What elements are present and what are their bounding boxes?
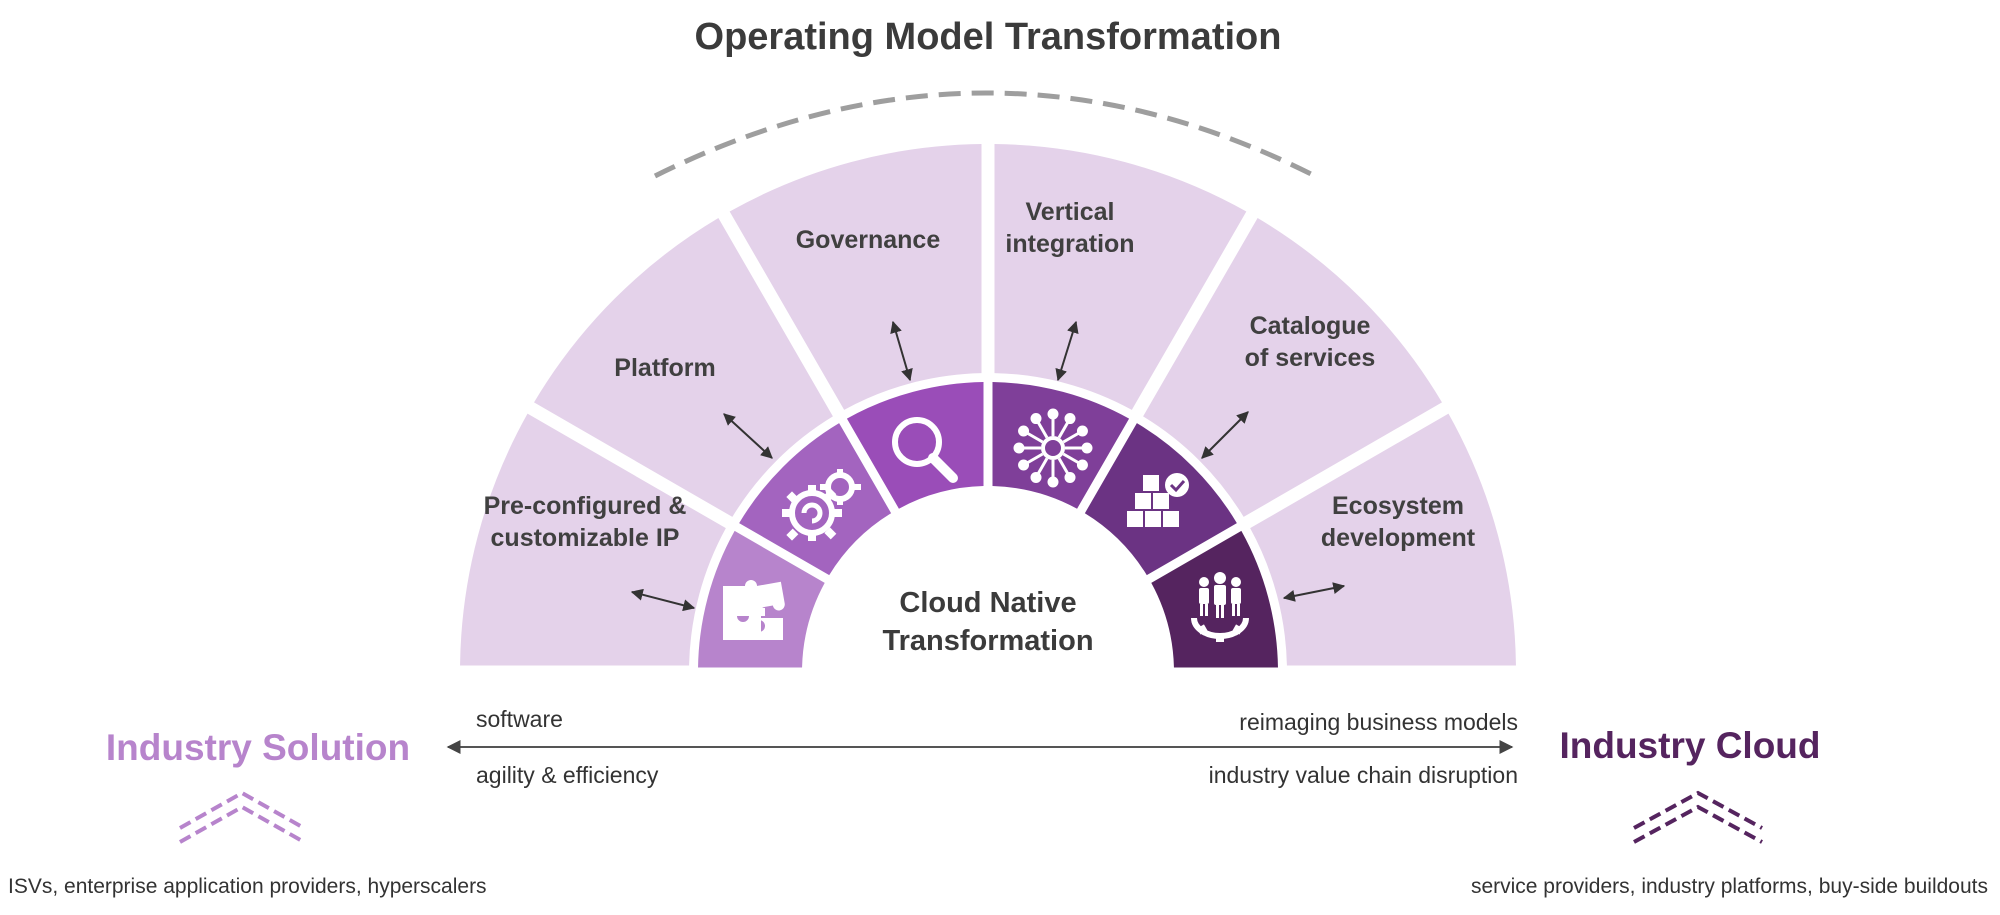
segment-label-line: Catalogue bbox=[1250, 312, 1371, 340]
icon-segment bbox=[739, 423, 892, 576]
hub-spoke bbox=[1026, 452, 1044, 465]
hub-node bbox=[1030, 413, 1042, 425]
connector-arrows bbox=[630, 320, 1346, 612]
hub-node bbox=[1047, 476, 1059, 488]
outer-segment bbox=[1250, 413, 1516, 666]
connector-arrow bbox=[630, 588, 696, 612]
puzzle-icon bbox=[723, 580, 785, 640]
segment-label-line: Vertical bbox=[1026, 198, 1115, 226]
segment-label-line: Governance bbox=[796, 226, 941, 254]
chevron-up-icon-left bbox=[179, 790, 305, 844]
hub-node bbox=[1076, 425, 1088, 437]
left-bottom-label: agility & efficiency bbox=[476, 762, 659, 788]
industry-cloud-caption: service providers, industry platforms, b… bbox=[1471, 875, 1988, 898]
hub-node bbox=[1064, 471, 1076, 483]
segment-label-line: of services bbox=[1245, 344, 1376, 372]
segment-label-line: development bbox=[1321, 524, 1476, 552]
hub-spoke bbox=[1062, 452, 1080, 465]
hub-spoke bbox=[1036, 421, 1049, 439]
hub-node bbox=[1018, 425, 1030, 437]
hub-spoke bbox=[1057, 421, 1070, 439]
hub-node bbox=[1081, 442, 1093, 454]
hub-node bbox=[1030, 471, 1042, 483]
connector-arrow bbox=[1282, 582, 1346, 602]
hub-spoke bbox=[1057, 457, 1070, 475]
outer-segment bbox=[729, 144, 982, 410]
connector-arrow bbox=[1201, 411, 1249, 459]
segment-label-line: integration bbox=[1005, 230, 1134, 258]
industry-solution-heading: Industry Solution bbox=[106, 727, 410, 768]
center-line-1: Cloud Native bbox=[899, 587, 1076, 619]
hub-node bbox=[1018, 459, 1030, 471]
connector-arrow bbox=[890, 320, 913, 382]
hub-spoke bbox=[1036, 457, 1049, 475]
segment-label-line: customizable IP bbox=[491, 524, 680, 552]
hub-spoke bbox=[1026, 431, 1044, 444]
hub-spoke bbox=[1062, 431, 1080, 444]
left-top-label: software bbox=[476, 706, 563, 732]
segment-label-line: Platform bbox=[614, 354, 715, 382]
center-label: Cloud Native Transformation bbox=[882, 587, 1093, 657]
hub-node bbox=[1013, 442, 1025, 454]
center-line-2: Transformation bbox=[882, 625, 1093, 657]
industry-cloud-heading: Industry Cloud bbox=[1559, 725, 1820, 766]
page-title: Operating Model Transformation bbox=[695, 16, 1282, 58]
industry-solution-caption: ISVs, enterprise application providers, … bbox=[8, 875, 487, 898]
boxes-check-icon bbox=[1127, 473, 1189, 527]
connector-arrow bbox=[1055, 320, 1079, 382]
segment-label-line: Pre-configured & bbox=[484, 492, 687, 520]
right-top-label: reimaging business models bbox=[1239, 709, 1518, 735]
chevron-up-icon-right bbox=[1633, 790, 1763, 844]
segment-label-line: Ecosystem bbox=[1332, 492, 1464, 520]
hub-node bbox=[1047, 408, 1059, 420]
right-bottom-label: industry value chain disruption bbox=[1209, 762, 1518, 788]
connector-arrow bbox=[723, 413, 773, 459]
team-gear-icon bbox=[1191, 572, 1249, 642]
gears-icon bbox=[782, 469, 861, 541]
hub-node bbox=[1064, 413, 1076, 425]
network-hub-icon bbox=[1013, 408, 1093, 488]
dashed-arc bbox=[653, 90, 1317, 179]
hub-node bbox=[1076, 459, 1088, 471]
segment-labels: Pre-configured & customizable IP Platform G… bbox=[484, 198, 1476, 552]
magnifier-icon bbox=[892, 417, 958, 483]
